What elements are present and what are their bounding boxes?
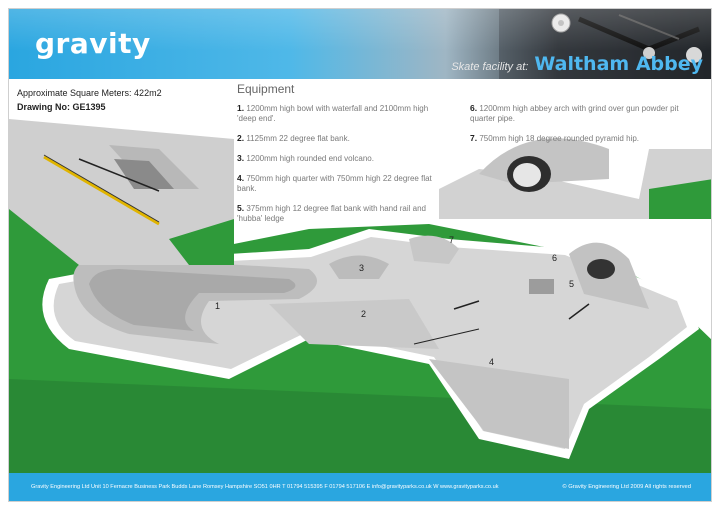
facility-name: Waltham Abbey [534, 53, 703, 75]
skatepark-render [9, 115, 711, 473]
skater-photo [499, 9, 711, 79]
label-5: 5 [569, 279, 575, 289]
footer-copyright: © Gravity Engineering Ltd 2009 All right… [562, 484, 691, 490]
footer-address: Gravity Engineering Ltd Unit 10 Fernacre… [31, 484, 499, 490]
equipment-item: 7. 750mm high 18 degree rounded pyramid … [470, 133, 639, 143]
header-banner: gravity Skate facility at: Waltham Abbey [9, 9, 711, 79]
label-1: 1 [215, 301, 221, 311]
equipment-item: 4. 750mm high quarter with 750mm high 22… [237, 173, 432, 193]
equipment-item: 6. 1200mm high abbey arch with grind ove… [470, 103, 679, 123]
equipment-item: 3. 1200mm high rounded end volcano. [237, 153, 374, 163]
footer-bar: Gravity Engineering Ltd Unit 10 Fernacre… [9, 473, 711, 501]
drawing-info: Approximate Square Meters: 422m2 Drawing… [17, 86, 162, 114]
label-3: 3 [359, 263, 365, 273]
pyramid-7 [409, 235, 459, 264]
equipment-title: Equipment [237, 82, 295, 96]
equipment-item: 2. 1125mm 22 degree flat bank. [237, 133, 350, 143]
volcano-3 [329, 255, 389, 279]
equipment-item: 5. 375mm high 12 degree flat bank with h… [237, 203, 426, 223]
label-4: 4 [489, 357, 495, 367]
quarter-4 [429, 359, 569, 449]
area-text: Approximate Square Meters: 422m2 [17, 88, 162, 98]
plan-sheet: gravity Skate facility at: Waltham Abbey [8, 8, 712, 502]
label-6: 6 [552, 253, 558, 263]
gravity-logo: gravity [35, 27, 151, 60]
equipment-item: 1. 1200mm high bowl with waterfall and 2… [237, 103, 429, 123]
label-2: 2 [361, 309, 367, 319]
label-7: 7 [449, 235, 455, 245]
facility-label: Skate facility at: [451, 61, 529, 73]
drawing-number: Drawing No: GE1395 [17, 102, 106, 112]
equipment-list-right: 6. 1200mm high abbey arch with grind ove… [470, 103, 705, 153]
flat-bank-2 [269, 299, 439, 349]
facility-heading: Skate facility at: Waltham Abbey [451, 53, 703, 75]
equipment-list-left: 1. 1200mm high bowl with waterfall and 2… [237, 103, 442, 233]
ledge-5 [529, 279, 554, 294]
